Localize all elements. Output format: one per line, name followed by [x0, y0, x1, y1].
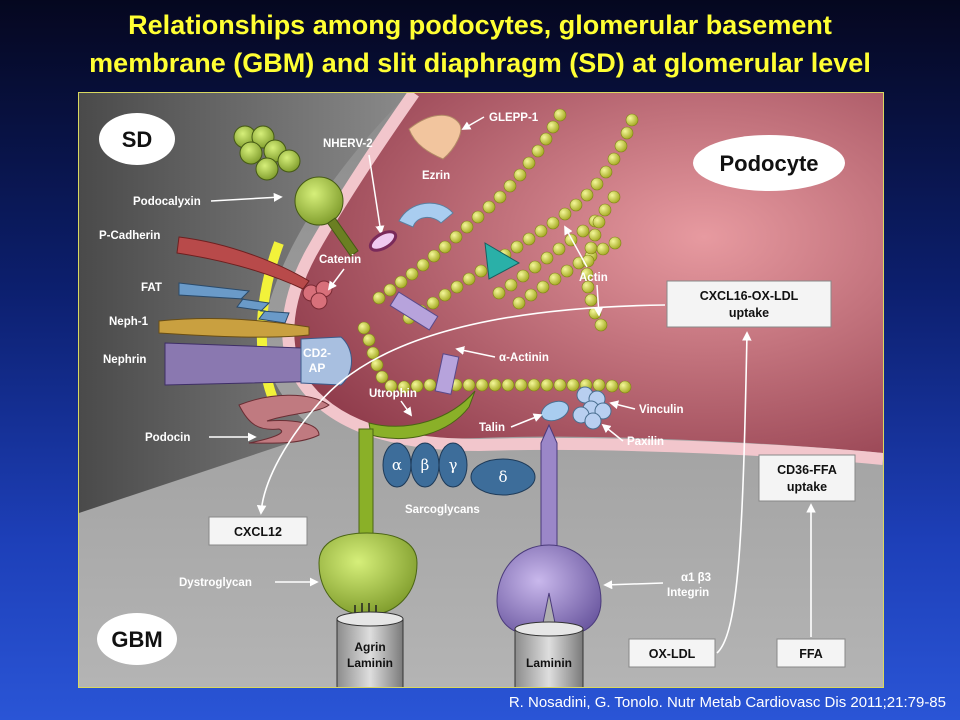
- title-line-2: membrane (GBM) and slit diaphragm (SD) a…: [89, 48, 871, 78]
- glepp1-label: GLEPP-1: [489, 112, 539, 124]
- agrin-label-1: Agrin: [354, 640, 385, 654]
- vinculin-paxilin-shape: [572, 386, 612, 430]
- nephrin-label: Nephrin: [103, 354, 146, 366]
- cxcl16-line-2: uptake: [729, 306, 769, 320]
- laminin-label: Laminin: [526, 656, 572, 670]
- title-line-1: Relationships among podocytes, glomerula…: [128, 10, 832, 40]
- pcadherin-shape: [176, 236, 310, 290]
- integrin-shape: [496, 544, 602, 636]
- dystroglycan-shape: [318, 532, 418, 616]
- sarcoglycans-shape: [382, 442, 536, 496]
- alpha-actinin-shape-2: [434, 353, 460, 395]
- cxcl16-box: [666, 280, 832, 328]
- sarcoglycan-delta: δ: [498, 468, 507, 486]
- oxldl-label: OX-LDL: [649, 647, 696, 661]
- dystroglycan-stalk: [358, 428, 374, 550]
- gbm-label: GBM: [111, 627, 162, 652]
- agrin-label-2: Laminin: [347, 656, 393, 670]
- vinculin-label: Vinculin: [639, 404, 684, 416]
- ffa-label: FFA: [799, 647, 823, 661]
- alpha-actinin-shape-1: [389, 291, 439, 331]
- cxcl16-line-1: CXCL16-OX-LDL: [700, 289, 799, 303]
- sd-oval: [99, 113, 175, 165]
- sarcoglycans-label: Sarcoglycans: [405, 504, 480, 516]
- sarcoglycan-beta: β: [421, 456, 430, 474]
- slide-title: Relationships among podocytes, glomerula…: [0, 6, 960, 82]
- diagram-panel: SD Podocyte GBM GLEPP-1 NHERV-2 Ezrin Po…: [78, 92, 884, 688]
- sarcoglycan-alpha: α: [392, 456, 402, 474]
- ffa-box: [776, 638, 846, 668]
- cxcl12-box: [208, 516, 308, 546]
- gbm-oval: [97, 613, 177, 665]
- cxcl16-to-cxcl12-arrow: [256, 304, 666, 515]
- oxldl-to-cxcl16-arrow: [716, 331, 752, 654]
- cd2ap-shape: [300, 336, 352, 386]
- pcadherin-label: P-Cadherin: [99, 230, 160, 242]
- integrin-label-1: α1 β3: [681, 572, 711, 584]
- podocyte-label: Podocyte: [719, 151, 818, 176]
- nherv2-label: NHERV-2: [323, 138, 373, 150]
- utrophin-label: Utrophin: [369, 388, 417, 400]
- cd36-box: [758, 454, 856, 502]
- talin-label: Talin: [479, 422, 505, 434]
- dystroglycan-label: Dystroglycan: [179, 577, 252, 589]
- nherv2-shape: [368, 230, 398, 252]
- actin-label: Actin: [579, 272, 608, 284]
- fat-label: FAT: [141, 282, 162, 294]
- fat-shape: [178, 282, 290, 324]
- sd-label: SD: [122, 127, 153, 152]
- actin-marker-triangle: [484, 242, 521, 280]
- neph1-label: Neph-1: [109, 316, 149, 328]
- utrophin-shape: [368, 390, 476, 439]
- podocalyxin-shape: [233, 125, 359, 257]
- catenin-label: Catenin: [319, 254, 361, 266]
- cd2ap-label-2: AP: [309, 361, 326, 375]
- citation: R. Nosadini, G. Tonolo. Nutr Metab Cardi…: [508, 694, 946, 711]
- integrin-stalk: [540, 423, 558, 564]
- alpha-actinin-label: α-Actinin: [499, 352, 549, 364]
- cxcl12-label: CXCL12: [234, 525, 282, 539]
- paxilin-label: Paxilin: [627, 436, 664, 448]
- integrin-label-2: Integrin: [667, 587, 709, 599]
- neph1-shape: [158, 318, 310, 338]
- ezrin-shape: [398, 202, 454, 228]
- oxldl-box: [628, 638, 716, 668]
- glepp1-shape: [408, 114, 462, 160]
- diagram-svg: SD Podocyte GBM GLEPP-1 NHERV-2 Ezrin Po…: [79, 93, 883, 687]
- ezrin-label: Ezrin: [422, 170, 450, 182]
- podocyte-oval: [693, 135, 845, 191]
- sarcoglycan-gamma: γ: [449, 456, 458, 474]
- actin-filaments: [357, 108, 639, 394]
- cd2ap-label-1: CD2-: [303, 346, 331, 360]
- podocin-label: Podocin: [145, 432, 190, 444]
- cd36-line-2: uptake: [787, 480, 827, 494]
- agrin-cylinder: [336, 618, 404, 687]
- cd36-line-1: CD36-FFA: [777, 463, 837, 477]
- podocalyxin-label: Podocalyxin: [133, 196, 201, 208]
- laminin-cylinder: [514, 628, 584, 687]
- podocin-shape: [238, 394, 330, 444]
